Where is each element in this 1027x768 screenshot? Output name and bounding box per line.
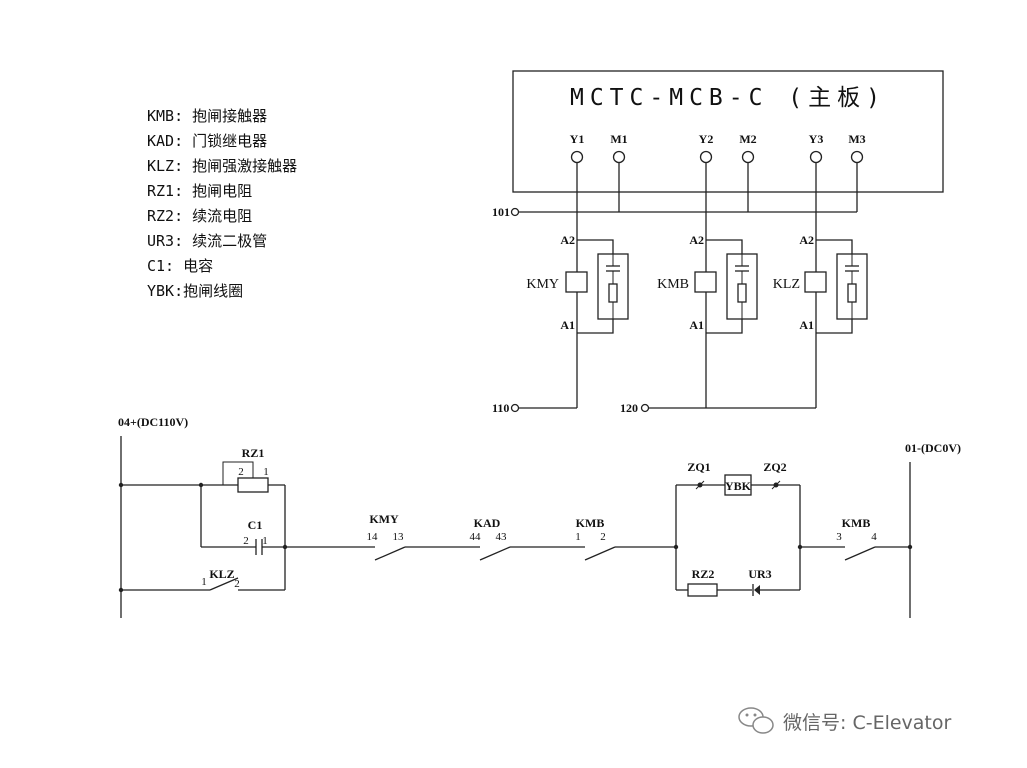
legend-item: KMB: 抱闸接触器	[147, 107, 267, 125]
terminal-m1-label: M1	[610, 132, 627, 146]
ybk-coil	[724, 474, 752, 496]
kmb-coil-label: KMB	[657, 277, 689, 292]
klz-a2-label: A2	[799, 233, 814, 247]
watermark: 微信号: C-Elevator	[738, 707, 951, 734]
kmb-coil	[694, 271, 717, 293]
kad-contact	[479, 546, 511, 561]
main-board-title: MCTC-MCB-C (主板)	[570, 85, 886, 111]
kmb-pin2-label: 2	[600, 531, 606, 543]
terminal-y1	[570, 150, 584, 164]
kmb-contact-1	[584, 546, 616, 561]
main-board: MCTC-MCB-C (主板) Y1 M1 Y2 M2 Y3 M3	[512, 70, 944, 193]
rz1-pin2-label: 2	[238, 466, 244, 478]
bus-101: 101	[492, 163, 858, 219]
legend-item: KAD: 门锁继电器	[147, 132, 267, 150]
legend-item: C1: 电容	[147, 257, 213, 275]
wechat-icon	[738, 707, 774, 734]
node-101	[510, 207, 520, 217]
legend: KMB: 抱闸接触器 KAD: 门锁继电器 KLZ: 抱闸强激接触器 RZ1: …	[147, 107, 297, 300]
zq1-label: ZQ1	[687, 460, 710, 474]
legend-item: RZ2: 续流电阻	[147, 207, 252, 225]
klz-coil	[804, 271, 827, 293]
terminal-y3	[809, 150, 823, 164]
rz2-label: RZ2	[692, 567, 715, 581]
klz-a1-label: A1	[799, 318, 814, 332]
legend-item: YBK:抱闸线圈	[147, 282, 243, 300]
terminal-m3-label: M3	[848, 132, 865, 146]
klz-contact	[209, 577, 239, 591]
kmb-pin3-label: 3	[836, 531, 842, 543]
ur3-label: UR3	[748, 567, 771, 581]
main-board-box	[512, 70, 944, 193]
node-120	[640, 403, 650, 413]
kmy-contact	[374, 546, 406, 561]
ybk-label: YBK	[725, 479, 752, 493]
klz-coil-label: KLZ	[773, 277, 800, 292]
terminal-m3	[850, 150, 864, 164]
watermark-text: 微信号: C-Elevator	[783, 712, 951, 734]
terminal-y2	[699, 150, 713, 164]
node-101-label: 101	[492, 205, 510, 219]
bus-110-120: 110 120	[492, 401, 816, 415]
kmy-coil	[565, 271, 588, 293]
terminal-m2	[741, 150, 755, 164]
supply-negative-label: 01-(DC0V)	[905, 441, 961, 455]
kmb-contact-1-label: KMB	[576, 516, 605, 530]
terminal-m1	[612, 150, 626, 164]
klz-pin2-label: 2	[234, 578, 240, 590]
c1-label: C1	[248, 518, 263, 532]
kad-pin44-label: 44	[470, 531, 482, 543]
klz-contact-label: KLZ	[209, 567, 234, 581]
zq2-label: ZQ2	[763, 460, 786, 474]
coil-group-kmy: KMY A2 A1	[526, 163, 629, 408]
klz-pin1-label: 1	[201, 576, 207, 588]
kmy-pin14-label: 14	[367, 531, 379, 543]
terminal-m2-label: M2	[739, 132, 756, 146]
kmb-a1-label: A1	[689, 318, 704, 332]
supply-positive-label: 04+(DC110V)	[118, 415, 188, 429]
kmb-pin4-label: 4	[871, 531, 877, 543]
kmy-a2-label: A2	[560, 233, 575, 247]
kmy-contact-label: KMY	[369, 512, 399, 526]
ur3-diode	[754, 585, 760, 595]
coil-group-kmb: KMB A2 A1	[657, 163, 758, 408]
terminal-y2-label: Y2	[699, 132, 714, 146]
terminal-y1-label: Y1	[570, 132, 585, 146]
terminal-y3-label: Y3	[809, 132, 824, 146]
legend-item: RZ1: 抱闸电阻	[147, 182, 252, 200]
kmy-a1-label: A1	[560, 318, 575, 332]
kmy-coil-label: KMY	[526, 277, 559, 292]
rz1-pin1-label: 1	[263, 466, 269, 478]
brake-circuit: 04+(DC110V) 01-(DC0V) RZ1 2 1 C1 2 1 KLZ…	[118, 415, 961, 618]
c1-pin1-label: 1	[262, 535, 268, 547]
kad-pin43-label: 43	[496, 531, 508, 543]
kad-contact-label: KAD	[474, 516, 501, 530]
c1-pin2-label: 2	[243, 535, 249, 547]
kmb-a2-label: A2	[689, 233, 704, 247]
kmb-contact-2-label: KMB	[842, 516, 871, 530]
legend-item: KLZ: 抱闸强激接触器	[147, 157, 297, 175]
kmy-pin13-label: 13	[393, 531, 405, 543]
node-110-label: 110	[492, 401, 509, 415]
kmb-pin1-label: 1	[575, 531, 581, 543]
kmb-contact-2	[844, 546, 876, 561]
legend-item: UR3: 续流二极管	[147, 232, 267, 250]
coil-group-klz: KLZ A2 A1	[773, 163, 868, 408]
rz1-label: RZ1	[242, 446, 265, 460]
node-120-label: 120	[620, 401, 638, 415]
node-110	[510, 403, 520, 413]
rz1-resistor	[237, 477, 269, 493]
rz2-resistor	[687, 583, 718, 597]
